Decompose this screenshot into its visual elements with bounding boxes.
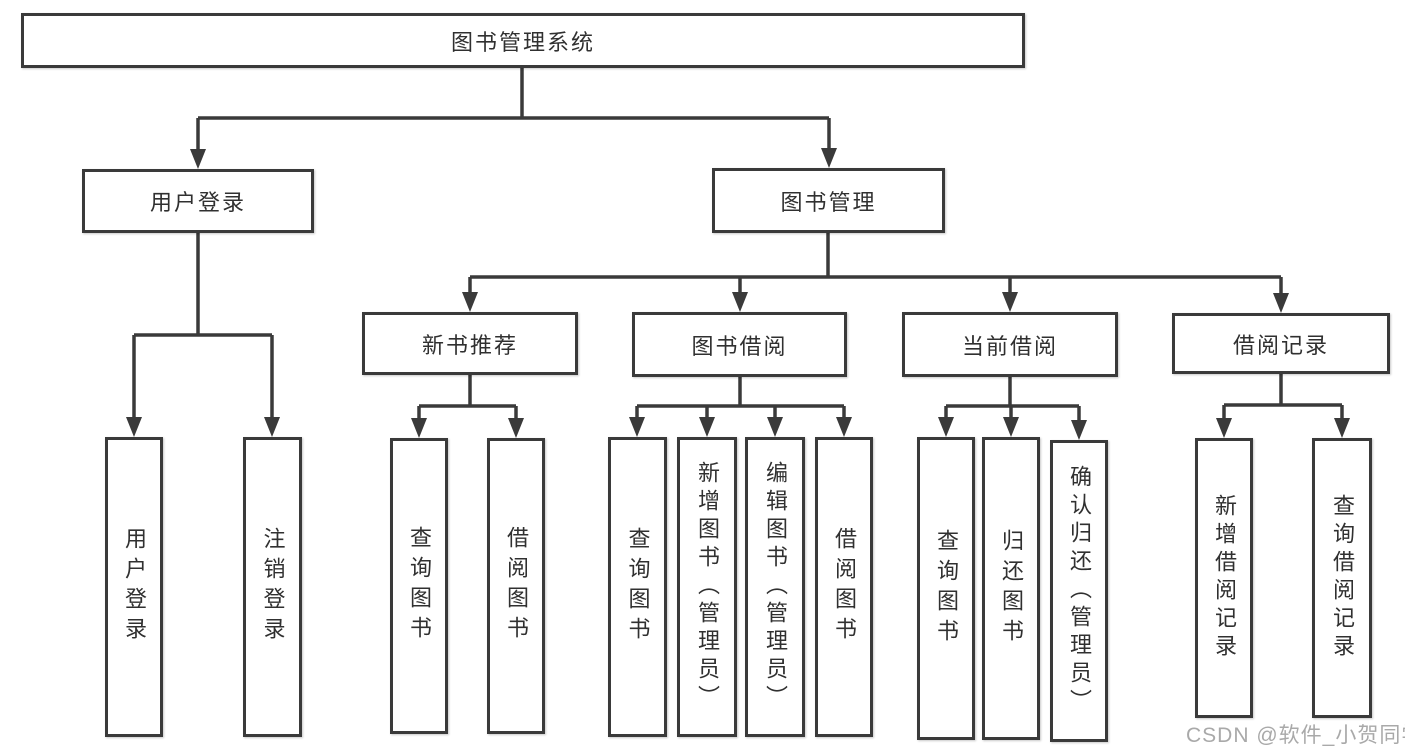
arrowhead [767,417,783,437]
leaf-user-login-label: 用户登录 [122,527,147,647]
leaf-user-login: 用户登录 [105,437,163,737]
node-current-borrow: 当前借阅 [902,312,1118,377]
arrowhead [836,417,852,437]
leaf-add-borrow-record: 新增借阅记录 [1195,438,1253,718]
leaf-borrow-books-borrow: 借阅图书 [815,437,873,737]
leaf-edit-books-admin: 编辑图书（管理员） [745,437,805,737]
leaf-query-books-borrow-label: 查询图书 [625,527,651,647]
node-book-mgmt: 图书管理 [712,168,945,233]
connector-new-book-rec-to-leaves [411,375,524,438]
leaf-query-borrow-record: 查询借阅记录 [1312,438,1372,718]
leaf-add-books-admin: 新增图书（管理员） [677,437,737,737]
node-book-borrow: 图书借阅 [632,312,847,377]
leaf-add-borrow-record-label: 新增借阅记录 [1212,494,1237,662]
arrowhead [1334,418,1350,438]
arrowhead [411,418,427,438]
csdn-watermark: CSDN @软件_小贺同学 [1186,724,1405,747]
leaf-query-books-current: 查询图书 [917,437,975,740]
node-root: 图书管理系统 [21,13,1025,68]
arrowhead [508,418,524,438]
node-borrow-records-label: 借阅记录 [1232,332,1329,358]
leaf-query-books-borrow: 查询图书 [608,437,667,737]
arrowhead [821,148,837,168]
arrowhead [1003,417,1019,437]
node-user-login: 用户登录 [82,169,314,233]
arrowhead [1216,418,1232,438]
connector-borrow-records-to-leaves [1216,374,1350,438]
arrowhead [938,417,954,437]
leaf-add-books-admin-label: 新增图书（管理员） [695,461,720,713]
node-new-book-rec-label: 新书推荐 [421,332,518,358]
connector-user-login-to-leaves [126,233,280,437]
node-book-borrow-label: 图书借阅 [691,333,788,359]
leaf-edit-books-admin-label: 编辑图书（管理员） [763,461,788,713]
connector-book-borrow-to-leaves [629,377,852,437]
arrowhead [732,292,748,312]
leaf-query-borrow-record-label: 查询借阅记录 [1330,494,1355,662]
node-book-mgmt-label: 图书管理 [780,189,877,215]
arrowhead [190,149,206,169]
leaf-confirm-return-admin: 确认归还（管理员） [1050,440,1108,742]
leaf-query-books-current-label: 查询图书 [934,528,959,649]
node-root-label: 图书管理系统 [450,29,595,55]
connector-book-mgmt-to-level3 [462,233,1289,313]
connector-root-to-level2 [190,68,837,169]
leaf-return-books-label: 归还图书 [999,528,1024,649]
leaf-confirm-return-admin-label: 确认归还（管理员） [1067,465,1092,717]
arrowhead [264,417,280,437]
arrowhead [126,417,142,437]
node-user-login-label: 用户登录 [149,190,246,215]
arrowhead [1273,293,1289,313]
leaf-borrow-books-rec: 借阅图书 [487,438,545,734]
leaf-query-books-rec: 查询图书 [390,438,448,734]
leaf-return-books: 归还图书 [982,437,1040,740]
leaf-logout-label: 注销登录 [260,527,286,647]
node-new-book-rec: 新书推荐 [362,312,578,375]
connector-current-borrow-to-leaves [938,377,1087,440]
arrowhead [699,417,715,437]
leaf-logout: 注销登录 [243,437,302,737]
leaf-borrow-books-borrow-label: 借阅图书 [832,527,857,647]
leaf-borrow-books-rec-label: 借阅图书 [504,526,529,646]
arrowhead [462,292,478,312]
leaf-query-books-rec-label: 查询图书 [407,526,432,646]
node-current-borrow-label: 当前借阅 [961,333,1058,359]
arrowhead [629,417,645,437]
node-borrow-records: 借阅记录 [1172,313,1390,374]
arrowhead [1002,292,1018,312]
arrowhead [1071,420,1087,440]
